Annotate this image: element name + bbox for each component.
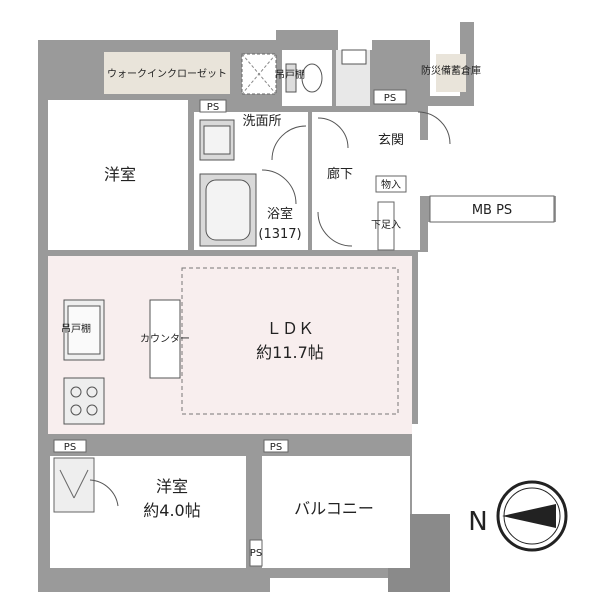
label-balcony: バルコニー [294, 499, 374, 518]
label-bedroom-north: 洋室 [104, 165, 136, 184]
compass [496, 480, 568, 552]
wic-area [104, 52, 230, 94]
label-ldk-size: 約11.7帖 [256, 343, 324, 362]
ldk-area [48, 256, 412, 434]
label-shoe-box: 下足入 [371, 219, 401, 231]
label-ps-top-right: PS [384, 93, 396, 104]
label-ps-bottom: PS [250, 548, 262, 559]
label-storage: 物入 [381, 178, 401, 191]
label-ps-top-left: PS [207, 102, 219, 113]
label-bathroom: 浴室 [267, 206, 293, 222]
stove-icon [63, 377, 105, 425]
label-washroom: 洗面所 [242, 114, 281, 129]
label-mb-ps: MB PS [472, 203, 512, 218]
label-ldk: ＬＤＫ [266, 319, 314, 338]
label-counter: カウンター [140, 333, 190, 345]
label-compass-north: N [468, 507, 487, 537]
label-kitchen-cabinet: 吊戸棚 [61, 322, 91, 335]
label-entrance: 玄関 [378, 133, 404, 148]
closet-icon [53, 457, 95, 513]
label-disaster-storage: 防災備蓄倉庫 [421, 64, 481, 77]
label-ps-mid-left: PS [64, 442, 76, 453]
bedroom-north-area [48, 100, 188, 250]
balcony-area [262, 456, 410, 568]
storage-area [436, 54, 466, 92]
label-ps-mid-right: PS [270, 442, 282, 453]
ldk-dashed-zone [181, 267, 399, 415]
label-corridor: 廊下 [327, 166, 353, 182]
counter [149, 299, 181, 379]
label-toilet-cabinet: 吊戸棚 [275, 68, 305, 81]
label-bedroom-south-size: 約4.0帖 [143, 501, 200, 520]
label-bedroom-south: 洋室 [156, 477, 188, 496]
label-bathroom-size: (1317) [258, 227, 301, 242]
toilet-icon [301, 63, 323, 93]
label-walk-in-closet: ウォークインクローゼット [107, 68, 227, 80]
